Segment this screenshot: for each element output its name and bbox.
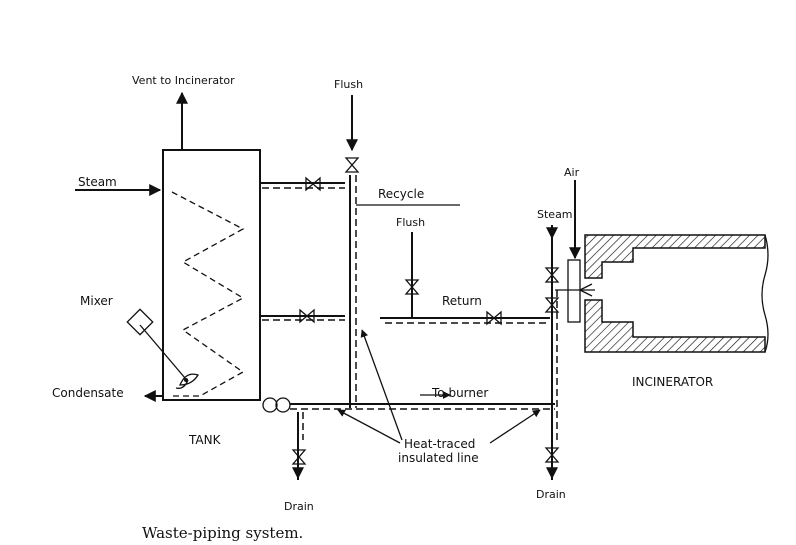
condensate-label: Condensate bbox=[52, 386, 124, 400]
mixer-motor bbox=[127, 309, 152, 334]
leader-line bbox=[338, 410, 400, 443]
figure-caption: Waste-piping system. bbox=[142, 524, 303, 542]
mixer-hub bbox=[184, 378, 188, 382]
leader-line bbox=[362, 330, 402, 440]
outlet-fitting bbox=[276, 398, 290, 412]
air-label: Air bbox=[564, 166, 580, 179]
leader-line bbox=[490, 410, 540, 443]
burner-line bbox=[290, 395, 555, 409]
flush-top-label: Flush bbox=[334, 78, 363, 91]
mixer-label: Mixer bbox=[80, 294, 113, 308]
drain-left-label: Drain bbox=[284, 500, 314, 513]
flush-valve-icon bbox=[346, 158, 358, 172]
incinerator-label: INCINERATOR bbox=[632, 375, 713, 389]
steam-right-label: Steam bbox=[537, 208, 573, 221]
upper-outlet-line bbox=[260, 178, 345, 190]
recycle-label: Recycle bbox=[378, 187, 424, 201]
tank bbox=[127, 150, 260, 400]
return-label: Return bbox=[442, 294, 482, 308]
riser-line bbox=[350, 175, 356, 408]
flush-mid-label: Flush bbox=[396, 216, 425, 229]
drain-left-line bbox=[293, 412, 305, 480]
right-riser-line bbox=[546, 230, 558, 480]
heat-traced-label: Heat-traced bbox=[404, 437, 475, 451]
steam-left-label: Steam bbox=[78, 175, 117, 189]
return-line bbox=[380, 312, 550, 324]
to-burner-label: To burner bbox=[431, 386, 488, 400]
mid-outlet-line bbox=[260, 310, 345, 322]
tank-label: TANK bbox=[188, 433, 222, 447]
drain-right-label: Drain bbox=[536, 488, 566, 501]
outlet-fitting bbox=[263, 398, 277, 412]
heat-traced-label-2: insulated line bbox=[398, 451, 479, 465]
heating-coil bbox=[170, 192, 243, 396]
incinerator bbox=[585, 235, 768, 352]
tank-body bbox=[163, 150, 260, 400]
vent-label: Vent to Incinerator bbox=[132, 74, 235, 87]
